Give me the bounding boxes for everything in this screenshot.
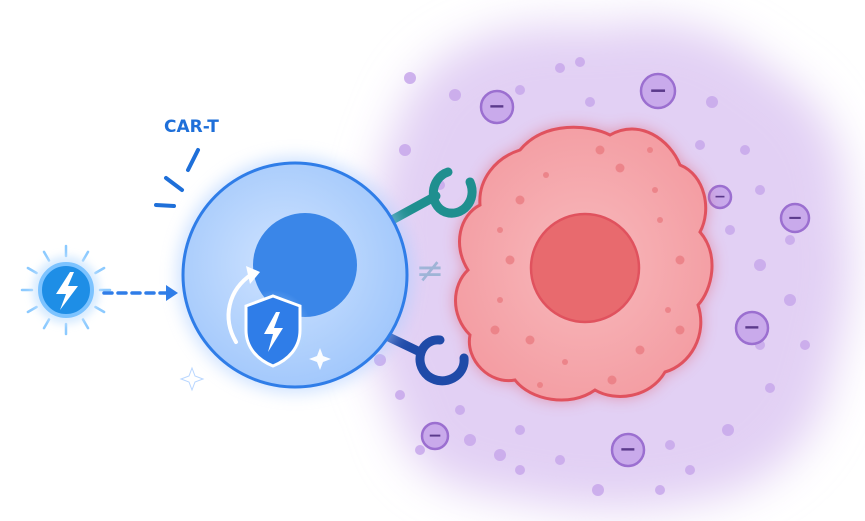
energy-ray (26, 305, 38, 314)
tumor-granule (497, 227, 503, 233)
antigen-particle (655, 485, 665, 495)
antigen-particle (725, 225, 735, 235)
antigen-particle (555, 63, 565, 73)
tumor-granule (595, 145, 605, 155)
antigen-particle (740, 145, 750, 155)
negative-charge: − (420, 421, 450, 451)
tumor-cell (454, 125, 714, 402)
antigen-particle (765, 383, 775, 393)
antigen-particle (415, 445, 425, 455)
tumor-granule (675, 325, 685, 335)
tumor-granule (635, 345, 645, 355)
tumor-granule (562, 359, 568, 365)
binding-sign: ≠ (416, 251, 445, 291)
negative-charge-symbol: − (428, 425, 442, 445)
energy-ray (94, 305, 106, 314)
negative-charge-symbol: − (619, 437, 636, 461)
tumor-granule (652, 187, 658, 193)
energy-ray (94, 266, 106, 275)
tumor-granule (525, 335, 535, 345)
negative-charge: − (707, 184, 733, 210)
tumor-granule (515, 195, 525, 205)
tumor-granule (537, 382, 543, 388)
negative-charge-symbol: − (787, 207, 802, 228)
negative-charge: − (734, 310, 770, 346)
negative-charge: − (779, 202, 811, 234)
lightning-bolt-icon (56, 272, 78, 310)
sparkle-icons (179, 348, 331, 392)
energy-source (20, 244, 112, 336)
negative-charge-symbol: − (649, 77, 668, 103)
antigen-particle (449, 89, 461, 101)
tumor-granule (505, 255, 515, 265)
negative-charge: − (610, 432, 646, 468)
antigen-particle (404, 72, 416, 84)
antigen-particle (494, 449, 506, 461)
antigen-particle (592, 484, 604, 496)
antigen-particle (800, 340, 810, 350)
antigen-particle (754, 259, 766, 271)
negative-charge-symbol: − (488, 94, 505, 118)
antigen-particle (665, 440, 675, 450)
energy-ray (81, 318, 90, 330)
antigen-particle (706, 96, 718, 108)
energy-glow-rays (20, 244, 112, 336)
energy-transfer-arrow (102, 285, 178, 301)
antigen-particle (585, 97, 595, 107)
tumor-granule (490, 325, 500, 335)
tumor-granule (615, 163, 625, 173)
negative-charge-symbol: − (743, 315, 760, 339)
tumor-granules (490, 145, 685, 388)
tumor-granule (647, 147, 653, 153)
antigen-particle (515, 85, 525, 95)
car-receptor-upper (387, 167, 477, 225)
antigen-particle (785, 235, 795, 245)
antigen-particle (784, 294, 796, 306)
tumor-granule (607, 375, 617, 385)
negative-charges: − − − − − − − (420, 72, 811, 468)
negative-charge: − (639, 72, 677, 110)
antigen-particle (515, 465, 525, 475)
tumor-granule (497, 297, 503, 303)
antigen-particle (695, 140, 705, 150)
negative-charge-symbol: − (714, 189, 726, 205)
antigen-particles (374, 57, 810, 496)
activation-rays (154, 148, 200, 208)
tumor-granule (543, 172, 549, 178)
antigen-particle (464, 434, 476, 446)
tumor-cell-nucleus (529, 212, 641, 324)
antigen-particle (575, 57, 585, 67)
antigen-particle (722, 424, 734, 436)
energy-ray (26, 266, 38, 275)
car-t-cell (177, 157, 413, 393)
tumor-granule (665, 307, 671, 313)
energy-ray (42, 318, 51, 330)
negative-charge: − (479, 89, 515, 125)
antigen-particle (685, 465, 695, 475)
energy-ray (81, 250, 90, 262)
binding-symbol: ≠ (416, 251, 445, 291)
tumor-granule (675, 255, 685, 265)
car-t-label: CAR-T (164, 117, 219, 137)
antigen-particle (755, 185, 765, 195)
curved-arrow-icon (226, 266, 260, 344)
tumor-granule (657, 217, 663, 223)
antigen-particle (395, 390, 405, 400)
car-receptors (369, 167, 477, 386)
shield-lightning-icon (235, 290, 311, 368)
antigen-particle (555, 455, 565, 465)
antigen-particle (455, 405, 465, 415)
energy-ray (42, 250, 51, 262)
antigen-particle (399, 144, 411, 156)
antigen-particle (515, 425, 525, 435)
